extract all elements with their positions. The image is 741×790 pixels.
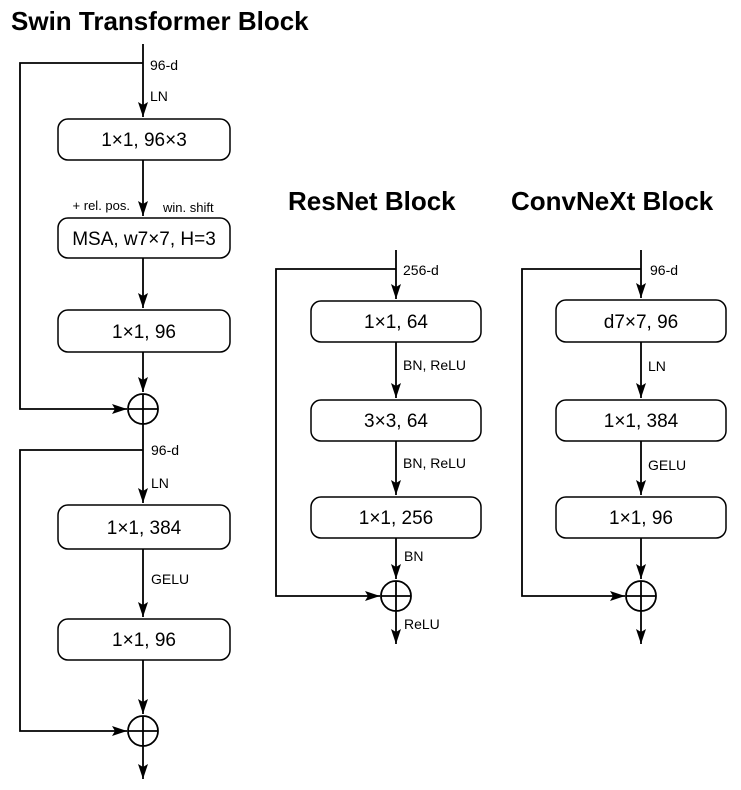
swin-box-mlp-up: 1×1, 384	[57, 504, 231, 550]
swin-box-mlp-up-rect	[57, 504, 231, 550]
convnext-ln-label: LN	[648, 358, 666, 374]
swin-box-mlp-up-label: 1×1, 384	[107, 518, 182, 539]
swin-box-proj-label: 1×1, 96	[112, 322, 176, 343]
swin-mid-norm-label: LN	[151, 475, 169, 491]
swin-box-expand-rect	[57, 118, 231, 161]
convnext-box-mlp-up: 1×1, 384	[555, 399, 727, 442]
convnext-gelu-label: GELU	[648, 457, 686, 473]
convnext-title: ConvNeXt Block	[511, 186, 714, 216]
resnet-box-expand-rect	[310, 496, 482, 539]
convnext-sum-plus	[626, 581, 656, 611]
resnet-box-conv-label: 3×3, 64	[364, 411, 428, 432]
resnet-box-conv-rect	[310, 399, 482, 442]
swin-sum1-plus	[128, 394, 158, 424]
resnet-out-relu-label: ReLU	[404, 616, 440, 632]
swin-box-msa: MSA, w7×7, H=3	[57, 217, 231, 259]
resnet-input-dim-label: 256-d	[403, 262, 439, 278]
resnet-box-expand-label: 1×1, 256	[359, 508, 434, 529]
swin-win-shift-label: win. shift	[162, 200, 214, 215]
swin-rel-pos-label: + rel. pos.	[73, 198, 130, 213]
convnext-box-mlp-up-label: 1×1, 384	[604, 411, 679, 432]
swin-box-proj-rect	[57, 309, 231, 353]
convnext-skip-path	[521, 268, 641, 601]
resnet-sum-icon	[380, 580, 412, 612]
resnet-title: ResNet Block	[288, 186, 456, 216]
convnext-box-mlp-down: 1×1, 96	[555, 496, 727, 539]
swin-box-expand-label: 1×1, 96×3	[101, 130, 187, 151]
swin-skip1-path	[19, 62, 143, 414]
swin-mid-dim-label: 96-d	[151, 442, 179, 458]
convnext-box-mlp-up-rect	[555, 399, 727, 442]
resnet-sum-plus	[381, 581, 411, 611]
resnet-box-conv: 3×3, 64	[310, 399, 482, 442]
convnext-box-dwconv: d7×7, 96	[555, 299, 727, 343]
convnext-box-mlp-down-rect	[555, 496, 727, 539]
resnet-box-reduce-label: 1×1, 64	[364, 312, 428, 333]
resnet-skip-path	[275, 268, 396, 601]
swin-pre-norm-label: LN	[150, 88, 168, 104]
swin-sum2-plus	[128, 716, 158, 746]
swin-box-mlp-down-rect	[57, 618, 231, 661]
resnet-bn-relu-1-label: BN, ReLU	[403, 357, 466, 373]
convnext-box-mlp-down-label: 1×1, 96	[609, 508, 673, 529]
swin-box-expand: 1×1, 96×3	[57, 118, 231, 161]
convnext-box-dwconv-label: d7×7, 96	[604, 312, 679, 333]
swin-box-mlp-down-label: 1×1, 96	[112, 630, 176, 651]
swin-box-msa-rect	[57, 217, 231, 259]
resnet-box-expand: 1×1, 256	[310, 496, 482, 539]
swin-box-mlp-down: 1×1, 96	[57, 618, 231, 661]
swin-sum1-icon	[127, 393, 159, 425]
swin-sum2-icon	[127, 715, 159, 747]
resnet-block-diagram: ResNet Block 256-d BN, ReLU BN, ReLU BN …	[275, 186, 482, 644]
resnet-bn-label: BN	[404, 548, 423, 564]
resnet-box-reduce: 1×1, 64	[310, 300, 482, 343]
swin-gelu-label: GELU	[151, 571, 189, 587]
swin-input-dim-label: 96-d	[150, 57, 178, 73]
resnet-bn-relu-2-label: BN, ReLU	[403, 455, 466, 471]
convnext-input-dim-label: 96-d	[650, 262, 678, 278]
resnet-box-reduce-rect	[310, 300, 482, 343]
swin-box-proj: 1×1, 96	[57, 309, 231, 353]
swin-box-msa-label: MSA, w7×7, H=3	[72, 229, 216, 250]
swin-skip2-path	[19, 449, 143, 736]
swin-title: Swin Transformer Block	[11, 6, 309, 36]
convnext-block-diagram: ConvNeXt Block 96-d LN GELU d7×7, 96 1×1…	[511, 186, 727, 644]
swin-block-diagram: Swin Transformer Block 96-d LN + rel. po…	[11, 6, 309, 779]
convnext-sum-icon	[625, 580, 657, 612]
convnext-box-dwconv-rect	[555, 299, 727, 343]
